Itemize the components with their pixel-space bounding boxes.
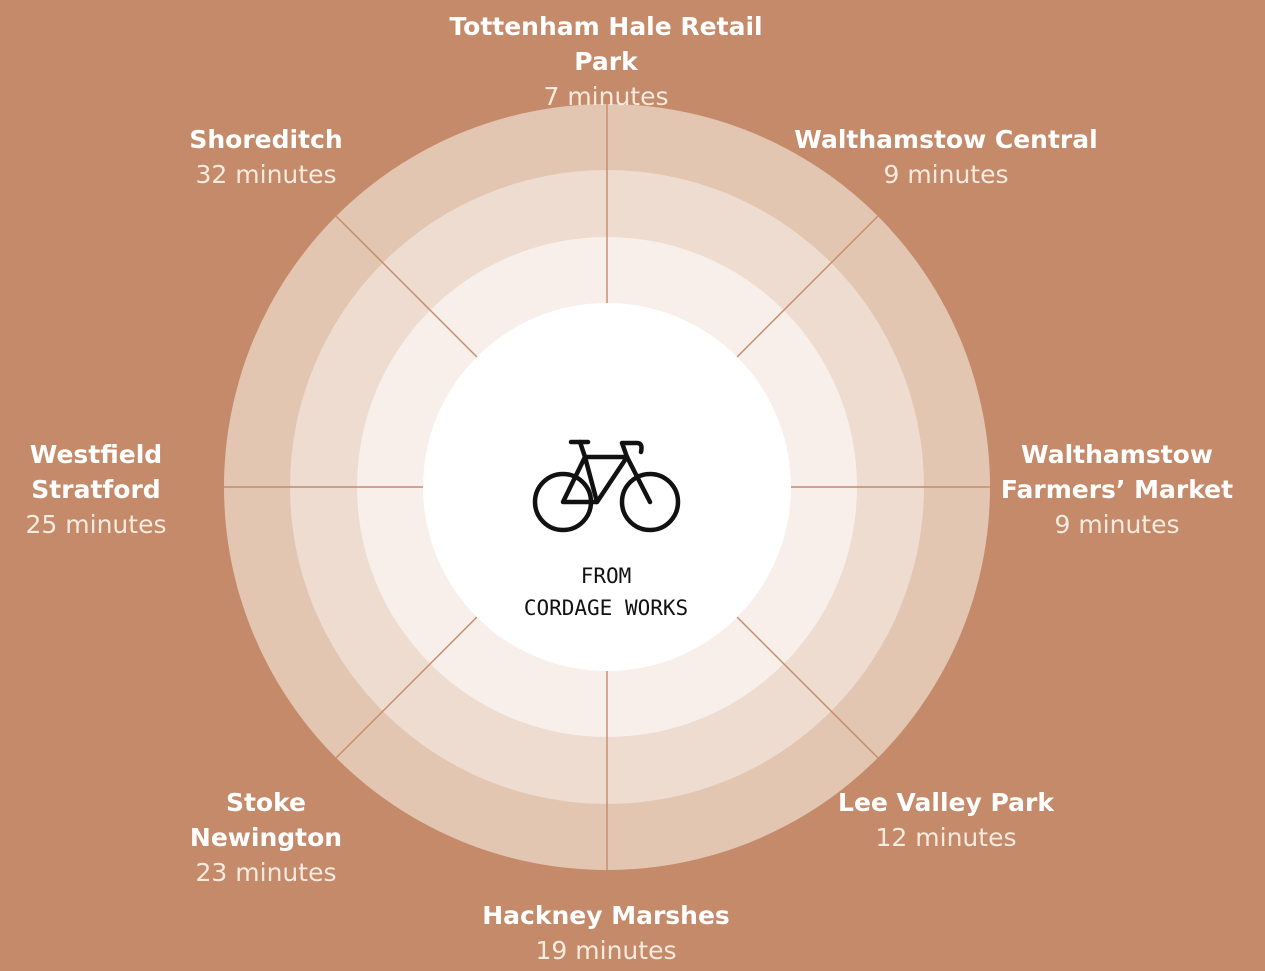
ring-divider-line [733,215,879,361]
destination-time: 9 minutes [1054,510,1180,539]
destination-time: 32 minutes [195,160,337,189]
destination-name: Shoreditch [189,125,343,154]
ring-divider-line [335,613,481,759]
ring-dividers [224,104,990,870]
destination-name: Lee Valley Park [838,788,1054,817]
destination-name: Tottenham Hale Retail Park [449,12,763,76]
destination-time: 7 minutes [543,82,669,111]
destination-time: 12 minutes [875,823,1017,852]
ring-divider-line [335,215,481,361]
destination-time: 9 minutes [883,160,1009,189]
destination-label-stoke-newington: Stoke Newington 23 minutes [106,785,426,890]
center-caption-line1: FROM [580,564,632,588]
destination-label-walthamstow-farmers-market: Walthamstow Farmers’ Market 9 minutes [957,437,1265,542]
destination-label-hackney-marshes: Hackney Marshes 19 minutes [446,898,766,968]
destination-label-westfield-stratford: Westfield Stratford 25 minutes [0,437,256,542]
destination-time: 19 minutes [535,936,677,965]
destination-name: Hackney Marshes [482,901,730,930]
destination-name: Walthamstow Central [794,125,1098,154]
destination-label-walthamstow-central: Walthamstow Central 9 minutes [786,122,1106,192]
destination-time: 23 minutes [195,858,337,887]
destination-label-shoreditch: Shoreditch 32 minutes [106,122,426,192]
destination-name: Stoke Newington [189,788,343,852]
bicycle-icon [532,439,681,533]
destination-name: Westfield Stratford [29,440,163,504]
destination-time: 25 minutes [25,510,167,539]
destination-label-tottenham-hale: Tottenham Hale Retail Park 7 minutes [446,9,766,114]
ring-divider-line [733,613,879,759]
destination-label-lee-valley-park: Lee Valley Park 12 minutes [786,785,1106,855]
center-caption-line2: CORDAGE WORKS [523,596,689,620]
destination-name: Walthamstow Farmers’ Market [1000,440,1234,504]
center-caption: FROM CORDAGE WORKS [456,560,756,624]
